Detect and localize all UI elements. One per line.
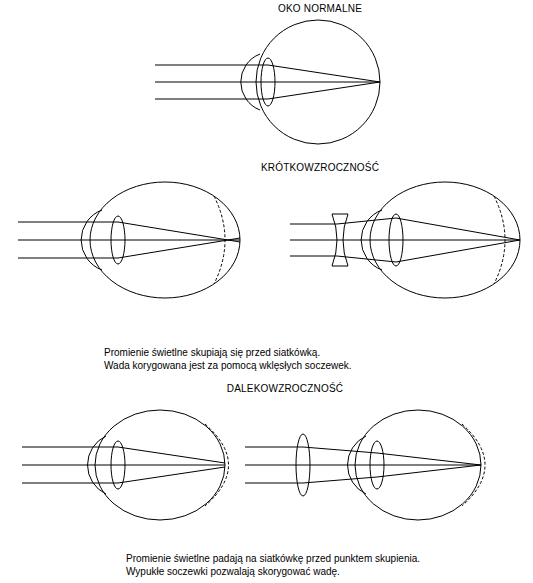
caption-text: Promienie świetlne padają na siatkówkę p… bbox=[126, 553, 420, 565]
hyperopic-eye bbox=[22, 410, 229, 520]
hyperopic-eye-corrected bbox=[245, 410, 485, 520]
section-heading: OKO NORMALNE bbox=[278, 3, 362, 15]
myopic-eye-corrected bbox=[290, 182, 520, 298]
normal-eye bbox=[155, 20, 380, 144]
caption-text: Wypukłe soczewki pozwalają skorygować wa… bbox=[126, 566, 340, 578]
myopic-eye bbox=[18, 182, 240, 298]
caption-text: Promienie świetlne skupiają się przed si… bbox=[104, 347, 320, 359]
caption-text: Wada korygowana jest za pomocą wklęsłych… bbox=[104, 360, 352, 372]
section-heading: KRÓTKOWZROCZNOŚĆ bbox=[261, 162, 379, 174]
section-heading: DALEKOWZROCZNOŚĆ bbox=[227, 383, 344, 395]
